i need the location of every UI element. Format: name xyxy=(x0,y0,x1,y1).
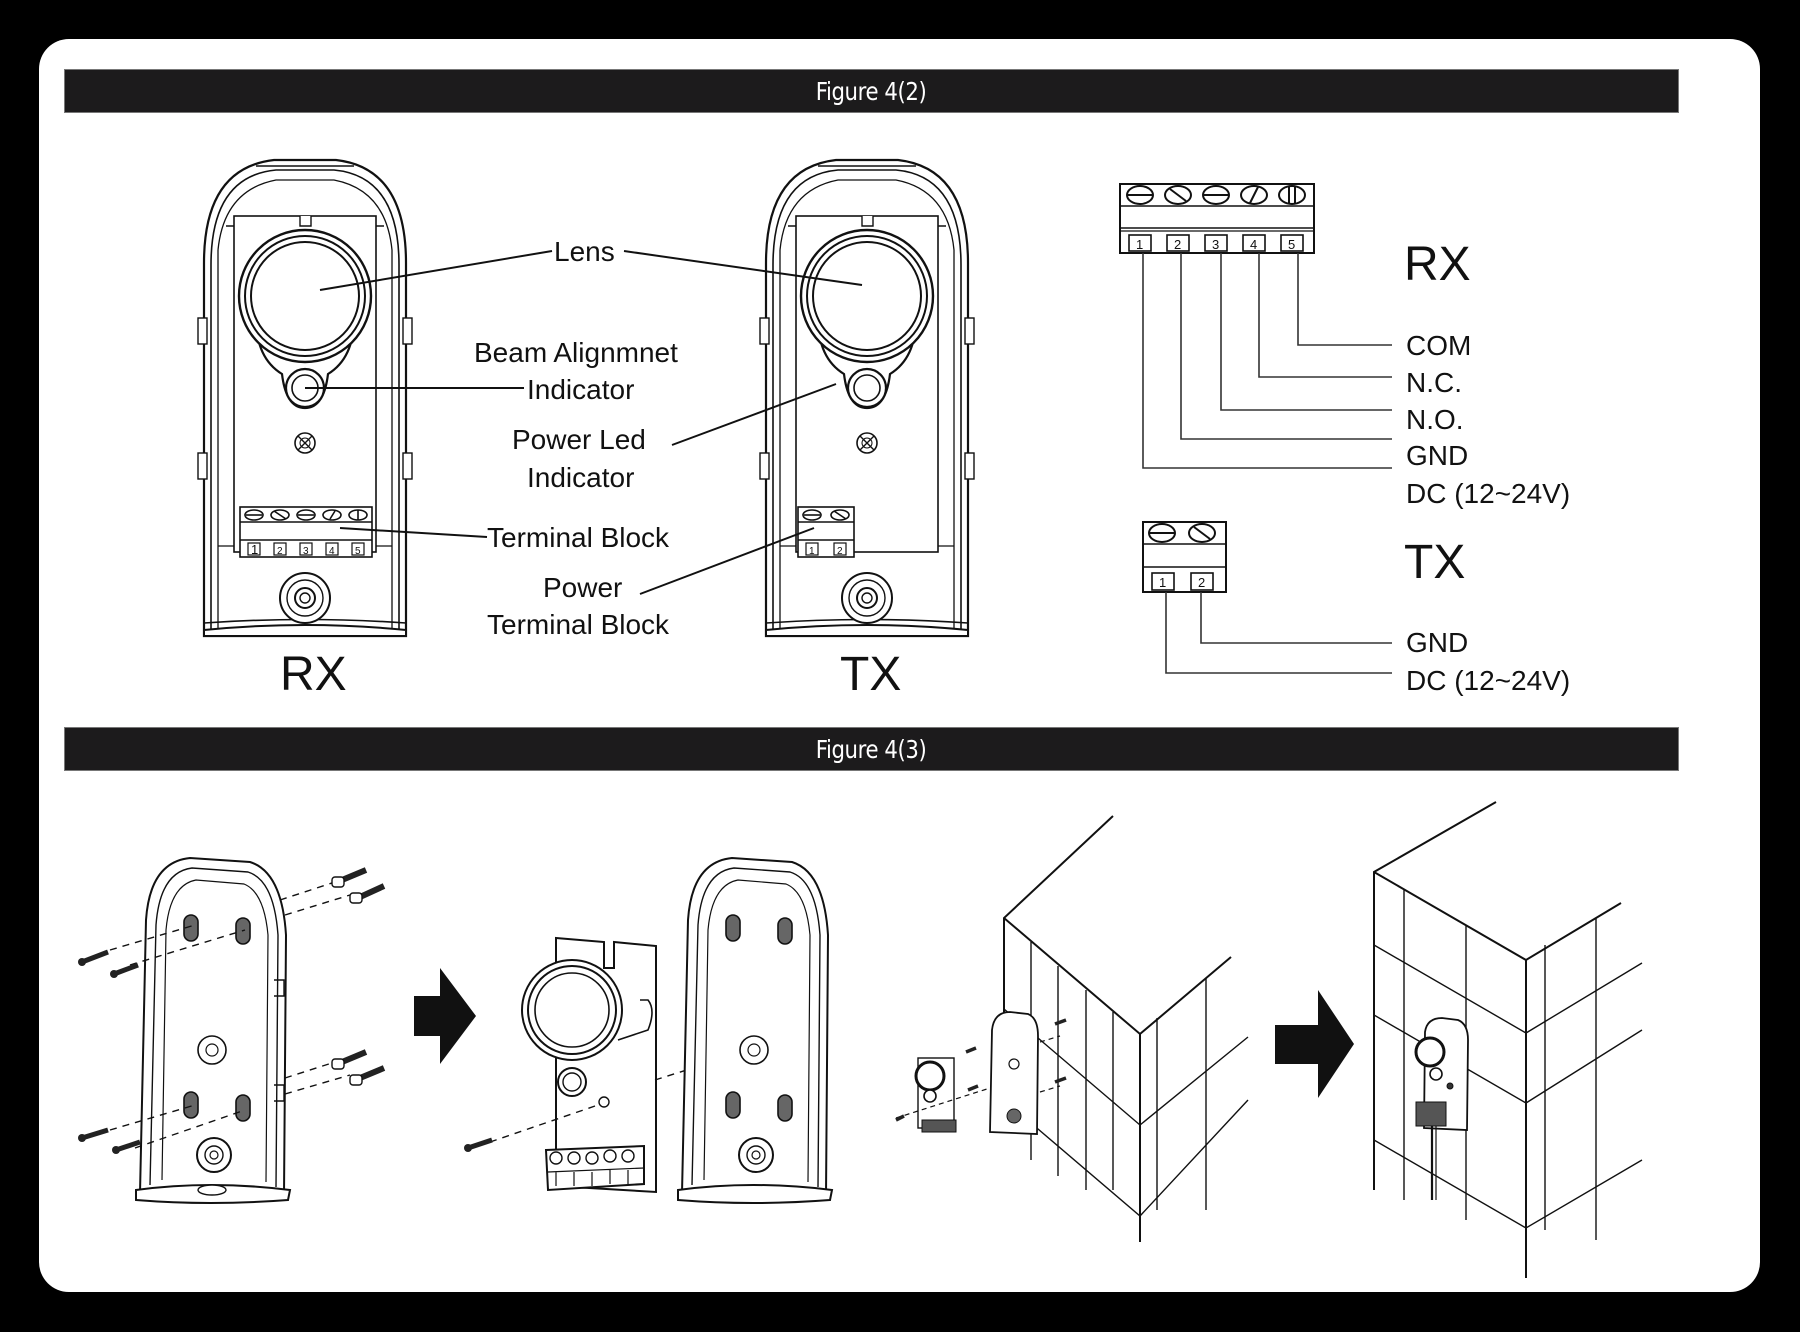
callout-power-terminal-line1: Power xyxy=(543,572,622,603)
figure-4-3-header: Figure 4(3) xyxy=(64,727,1679,771)
tx-signal-gnd: GND xyxy=(1406,627,1468,658)
rx-signal-gnd: GND xyxy=(1406,440,1468,471)
svg-text:2: 2 xyxy=(277,546,283,557)
tx-pin-2: 2 xyxy=(1198,575,1205,590)
svg-text:5: 5 xyxy=(355,546,361,557)
arrow-right-icon xyxy=(1275,990,1354,1098)
rx-pin-2: 2 xyxy=(1174,237,1181,252)
step-3-wall-installation-drawing xyxy=(895,815,1249,1242)
rx-signal-com: COM xyxy=(1406,330,1471,361)
step-2-optical-module-drawing xyxy=(464,936,751,1194)
callout-power-led-line1: Power Led xyxy=(512,424,646,455)
callout-power-terminal-line2: Terminal Block xyxy=(487,609,670,640)
callout-beam-alignment-line2: Indicator xyxy=(527,374,634,405)
callout-beam-alignment-line1: Beam Alignmnet xyxy=(474,337,678,368)
rx-pin-3: 3 xyxy=(1212,237,1219,252)
rx-device-drawing: 1 2 3 4 5 xyxy=(196,158,414,638)
rx-signal-dc: DC (12~24V) xyxy=(1406,478,1570,509)
tx-signal-dc: DC (12~24V) xyxy=(1406,665,1570,696)
rx-pin-1: 1 xyxy=(1136,237,1143,252)
rx-device-label: RX xyxy=(280,648,347,701)
arrow-right-icon xyxy=(414,968,476,1064)
callout-terminal-block: Terminal Block xyxy=(487,522,670,553)
step-2-back-plate-drawing xyxy=(677,856,834,1204)
step-1-back-plate-drawing xyxy=(78,856,386,1204)
rx-pin-5: 5 xyxy=(1288,237,1295,252)
rx-signal-no: N.O. xyxy=(1406,404,1464,435)
callout-leader-lines xyxy=(305,250,863,595)
tx-wiring-diagram: 1 2 TX GND DC (12~24V) xyxy=(1142,521,1570,696)
figure-4-2-title: Figure 4(2) xyxy=(816,76,927,106)
callout-lens: Lens xyxy=(554,236,615,267)
rx-signal-nc: N.C. xyxy=(1406,367,1462,398)
step-4-installed-unit-drawing xyxy=(1373,801,1643,1278)
tx-device-label: TX xyxy=(840,648,901,701)
svg-text:1: 1 xyxy=(251,542,258,557)
figure-4-2-header: Figure 4(2) xyxy=(64,69,1679,113)
rx-wiring-title: RX xyxy=(1404,238,1471,291)
rx-wiring-diagram: 1 2 3 4 5 RX COM N.C. N.O. GND DC (12~24… xyxy=(1119,183,1570,509)
figure-4-3-title: Figure 4(3) xyxy=(816,734,927,764)
tx-pin-1: 1 xyxy=(1159,575,1166,590)
svg-text:2: 2 xyxy=(837,546,843,557)
callout-power-led-line2: Indicator xyxy=(527,462,634,493)
svg-text:4: 4 xyxy=(329,546,335,557)
rx-pin-4: 4 xyxy=(1250,237,1257,252)
svg-text:1: 1 xyxy=(809,546,815,557)
svg-text:3: 3 xyxy=(303,546,309,557)
rx-terminal-block: 1 2 3 4 5 xyxy=(239,506,373,558)
tx-wiring-title: TX xyxy=(1404,536,1465,589)
